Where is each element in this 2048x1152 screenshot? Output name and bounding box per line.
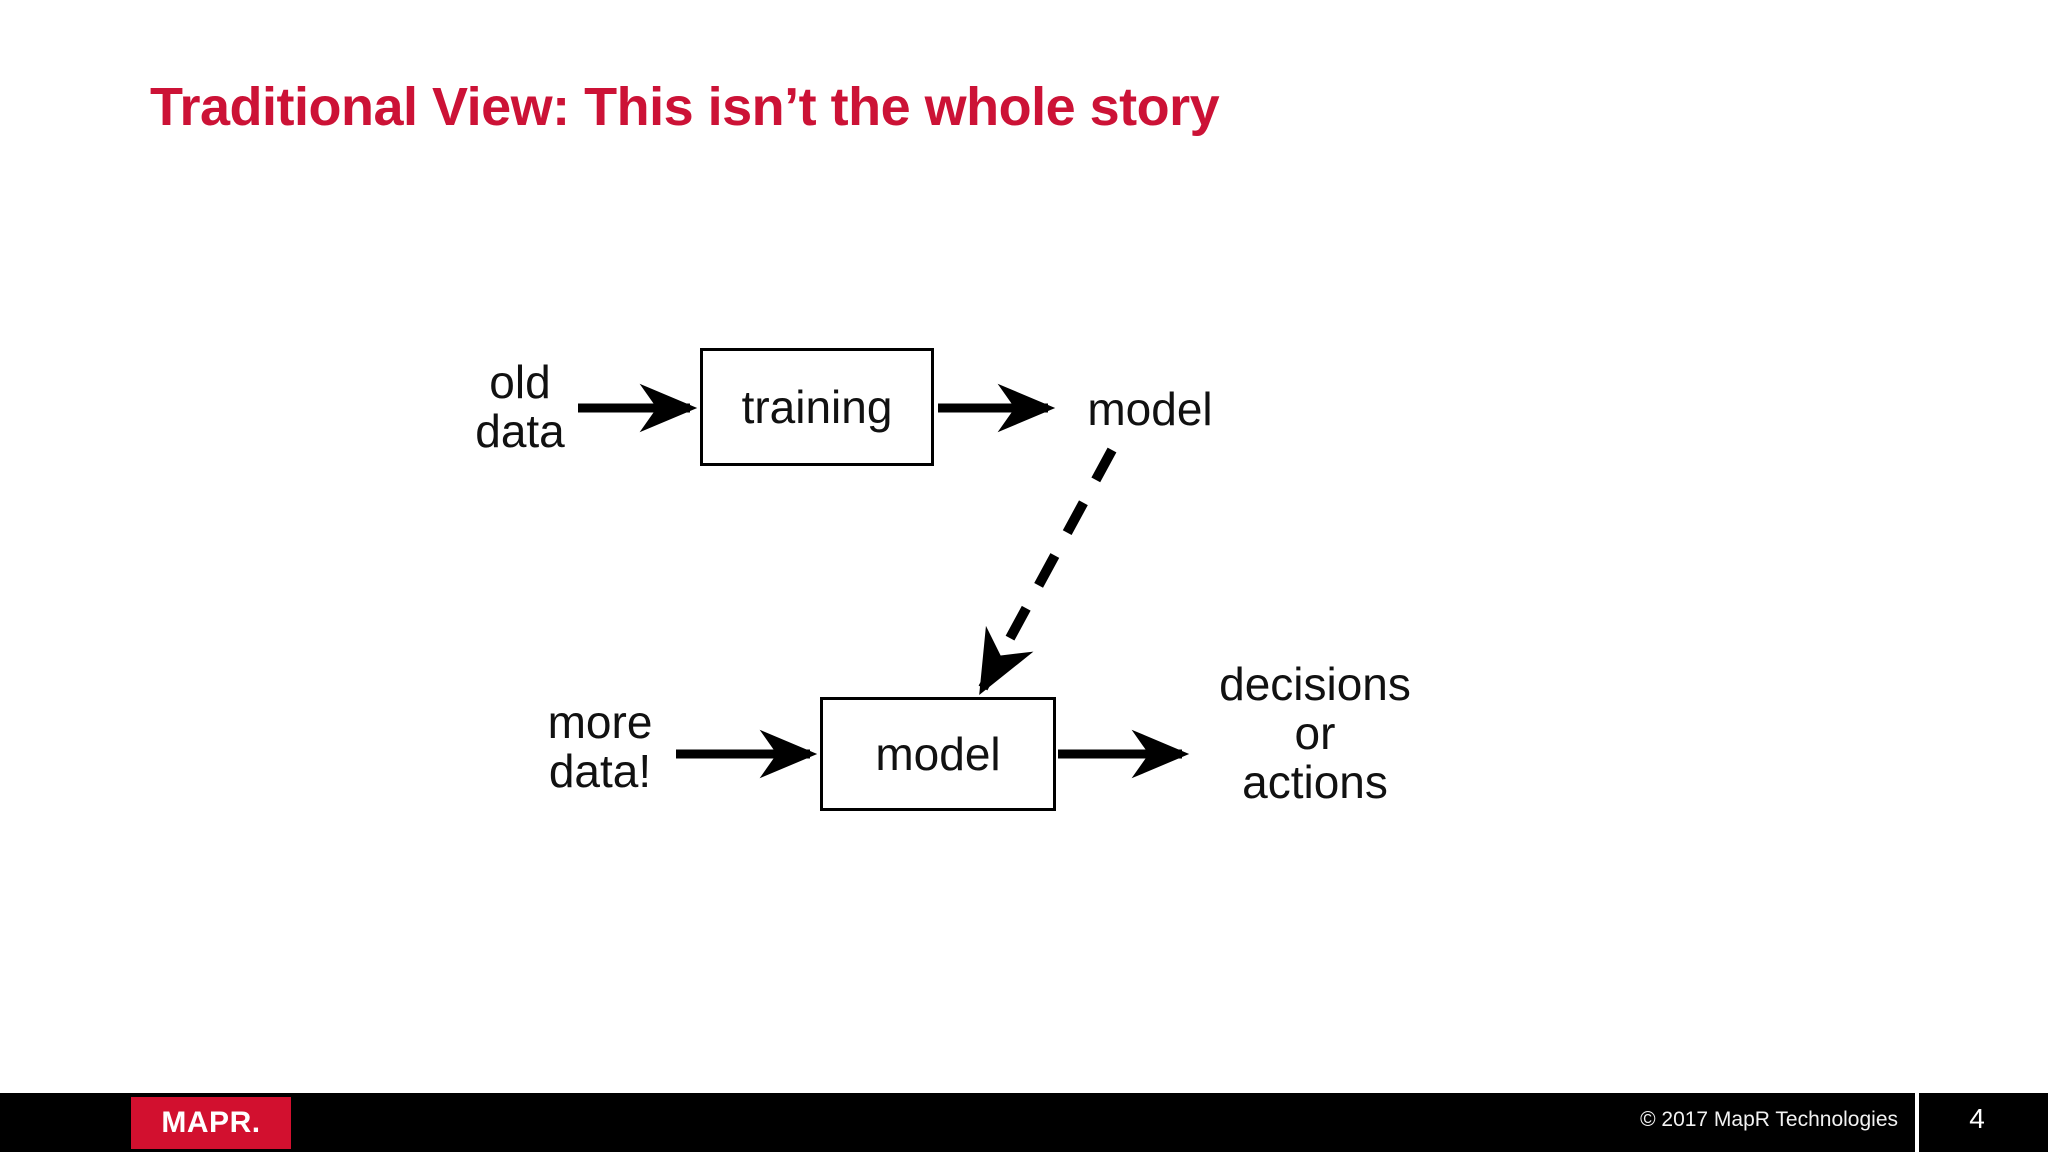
footer-copyright: © 2017 MapR Technologies (1640, 1108, 1898, 1131)
node-old-data: old data (475, 356, 565, 457)
edge-model-to-modelbox-dashed (978, 447, 1117, 696)
node-decisions-or-actions: decisions or actions (1219, 658, 1411, 808)
mapr-logo-text: MAPR. (161, 1106, 261, 1139)
mapr-logo: MAPR. (131, 1097, 291, 1149)
diagram-connectors (578, 383, 1190, 779)
page-number: 4 (1969, 1103, 1985, 1134)
flowchart-diagram: old data training model more data! model… (475, 348, 1411, 811)
page-title: Traditional View: This isn’t the whole s… (150, 77, 1220, 137)
node-model-box: model (820, 697, 1056, 811)
node-training-box: training (700, 348, 934, 466)
node-model-label: model (875, 728, 1001, 780)
footer-divider (1915, 1093, 1919, 1152)
slide-footer (0, 1093, 2048, 1152)
node-training-label: training (741, 381, 893, 433)
node-more-data: more data! (547, 696, 653, 797)
node-model-top: model (1087, 383, 1213, 435)
